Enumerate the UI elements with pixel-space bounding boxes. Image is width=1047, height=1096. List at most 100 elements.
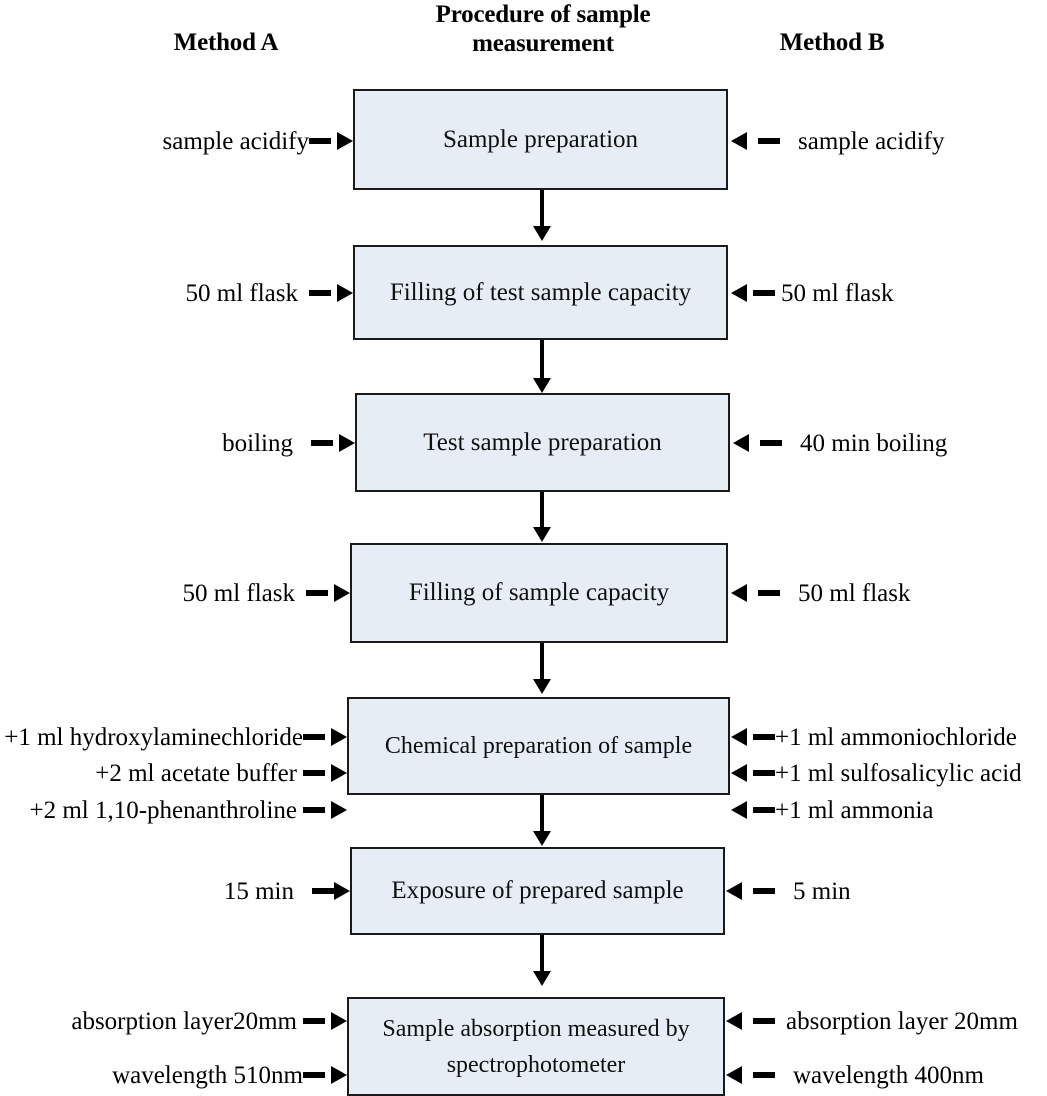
annotation-left-4: 50 ml flask <box>70 579 350 607</box>
right-arrow-icon <box>331 1066 347 1084</box>
process-box-label: Filling of sample capacity <box>408 579 670 606</box>
dash-icon <box>760 440 782 446</box>
connector-6-7 <box>540 935 544 973</box>
process-box-filling-test-sample-capacity[interactable]: Filling of test sample capacity <box>353 245 728 340</box>
dash-icon <box>303 770 325 776</box>
connector-4-5 <box>540 643 544 681</box>
process-box-label: Test sample preparation <box>423 428 662 456</box>
connector-5-6 <box>540 795 544 833</box>
dash-icon <box>753 290 775 296</box>
right-arrow-icon <box>331 728 347 746</box>
down-arrow-icon <box>533 679 551 694</box>
process-box-label: Exposure of prepared sample <box>391 877 684 904</box>
annotation-right-5c: +1 ml ammonia <box>731 796 1047 824</box>
annotation-left-5b-label: +2 ml acetate buffer <box>95 759 297 787</box>
annotation-right-5b-label: +1 ml sulfosalicylic acid <box>775 759 1022 787</box>
annotation-right-4-label: 50 ml flask <box>798 579 911 607</box>
left-arrow-icon <box>731 764 747 782</box>
annotation-right-7a-label: absorption layer 20mm <box>786 1007 1018 1035</box>
dash-icon <box>303 1018 325 1024</box>
annotation-right-5a-label: +1 ml ammoniochloride <box>775 723 1017 751</box>
connector-1-2 <box>540 190 544 228</box>
dash-icon <box>753 1072 775 1078</box>
right-arrow-icon <box>337 284 353 302</box>
annotation-left-3-label: boiling <box>222 429 293 457</box>
dash-icon <box>753 807 775 813</box>
annotation-right-5b: +1 ml sulfosalicylic acid <box>731 759 1047 787</box>
annotation-left-1: sample acidify <box>70 127 353 155</box>
down-arrow-icon <box>533 226 551 241</box>
dash-icon <box>303 1072 325 1078</box>
left-arrow-icon <box>731 284 747 302</box>
process-box-sample-absorption[interactable]: Sample absorption measured by spectropho… <box>347 997 725 1096</box>
annotation-left-7a-label: absorption layer20mm <box>71 1007 297 1035</box>
annotation-left-5a-label: +1 ml hydroxylaminechloride <box>4 723 303 751</box>
dash-icon <box>306 590 328 596</box>
right-arrow-icon <box>339 434 355 452</box>
process-box-label: Filling of test sample capacity <box>389 278 692 306</box>
annotation-left-5a: +1 ml hydroxylaminechloride <box>0 723 347 751</box>
annotation-right-6-label: 5 min <box>793 877 851 905</box>
right-arrow-icon <box>334 882 350 900</box>
annotation-right-7b: wavelength 400nm <box>726 1061 1047 1089</box>
chart-title: Procedure of sample measurement <box>435 1 651 57</box>
left-arrow-icon <box>731 584 747 602</box>
left-arrow-icon <box>731 801 747 819</box>
right-arrow-icon <box>331 1012 347 1030</box>
annotation-left-2: 50 ml flask <box>70 279 353 307</box>
left-arrow-icon <box>733 434 749 452</box>
dash-icon <box>309 138 331 144</box>
annotation-left-7b: wavelength 510nm <box>10 1061 347 1089</box>
annotation-right-2: 50 ml flask <box>731 279 1041 307</box>
down-arrow-icon <box>533 527 551 542</box>
process-box-test-sample-preparation[interactable]: Test sample preparation <box>355 393 730 492</box>
annotation-left-2-label: 50 ml flask <box>185 279 299 307</box>
left-arrow-icon <box>726 1066 742 1084</box>
process-box-label: Sample preparation <box>442 125 639 153</box>
column-header-method-b: Method B <box>779 29 885 56</box>
dash-icon <box>753 888 775 894</box>
annotation-right-3-label: 40 min boiling <box>800 429 948 457</box>
annotation-right-4: 50 ml flask <box>731 579 1041 607</box>
dash-icon <box>309 290 331 296</box>
column-header-method-a: Method A <box>173 29 279 56</box>
annotation-left-6-label: 15 min <box>223 877 294 905</box>
process-box-sample-preparation[interactable]: Sample preparation <box>353 89 728 190</box>
process-box-chemical-preparation[interactable]: Chemical preparation of sample <box>347 697 730 795</box>
dash-icon <box>758 138 780 144</box>
process-box-filling-sample-capacity[interactable]: Filling of sample capacity <box>350 543 728 643</box>
annotation-right-1: sample acidify <box>731 127 1041 155</box>
right-arrow-icon <box>334 584 350 602</box>
annotation-right-5c-label: +1 ml ammonia <box>775 796 934 824</box>
annotation-right-5a: +1 ml ammoniochloride <box>731 723 1047 751</box>
down-arrow-icon <box>533 831 551 846</box>
process-box-exposure[interactable]: Exposure of prepared sample <box>350 847 725 935</box>
annotation-right-2-label: 50 ml flask <box>781 279 894 307</box>
annotation-right-1-label: sample acidify <box>798 127 945 155</box>
left-arrow-icon <box>731 728 747 746</box>
annotation-left-5c: +2 ml 1,10-phenanthroline <box>0 796 347 824</box>
annotation-left-4-label: 50 ml flask <box>182 579 296 607</box>
dash-icon <box>303 734 325 740</box>
connector-3-4 <box>540 492 544 529</box>
annotation-left-5c-label: +2 ml 1,10-phenanthroline <box>29 796 297 824</box>
right-arrow-icon <box>331 801 347 819</box>
annotation-left-3: boiling <box>70 429 355 457</box>
right-arrow-icon <box>337 132 353 150</box>
annotation-left-6: 15 min <box>70 877 350 905</box>
annotation-right-3: 40 min boiling <box>733 429 1043 457</box>
connector-2-3 <box>540 340 544 380</box>
dash-icon <box>758 590 780 596</box>
dash-icon <box>753 770 775 776</box>
process-box-label: Sample absorption measured by spectropho… <box>382 1015 690 1078</box>
down-arrow-icon <box>533 971 551 986</box>
annotation-right-6: 5 min <box>726 877 1036 905</box>
annotation-left-7b-label: wavelength 510nm <box>112 1061 303 1089</box>
annotation-left-5b: +2 ml acetate buffer <box>0 759 347 787</box>
left-arrow-icon <box>731 132 747 150</box>
dash-icon <box>311 440 333 446</box>
dash-icon <box>753 734 775 740</box>
annotation-right-7b-label: wavelength 400nm <box>793 1061 984 1089</box>
left-arrow-icon <box>726 882 742 900</box>
